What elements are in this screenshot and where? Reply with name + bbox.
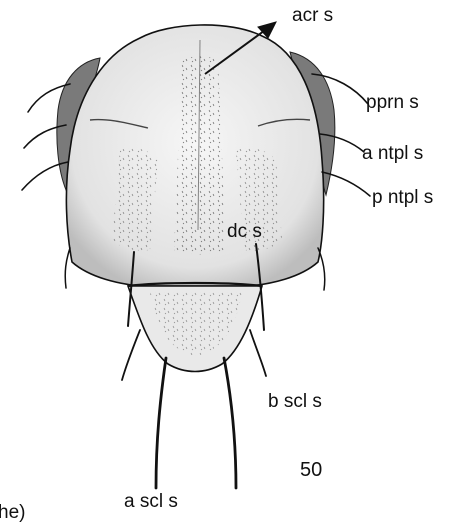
right-bscl-bristle [250,330,266,376]
label-bscl: b scl s [268,392,322,411]
left-bscl-bristle [122,330,140,380]
label-ascl: a scl s [124,492,178,511]
label-antpl: a ntpl s [362,144,423,163]
label-acr: acr s [292,6,333,25]
label-pntpl: p ntpl s [372,188,433,207]
label-pprn: pprn s [366,93,419,112]
label-dc: dc s [227,222,262,241]
cut-text: he) [0,503,25,522]
figure-number: 50 [300,460,322,480]
left-ascl-bristle [156,358,166,488]
right-ascl-bristle [224,358,236,488]
left-bristle-4 [65,248,70,288]
left-dorsal-hair-field [112,148,158,250]
